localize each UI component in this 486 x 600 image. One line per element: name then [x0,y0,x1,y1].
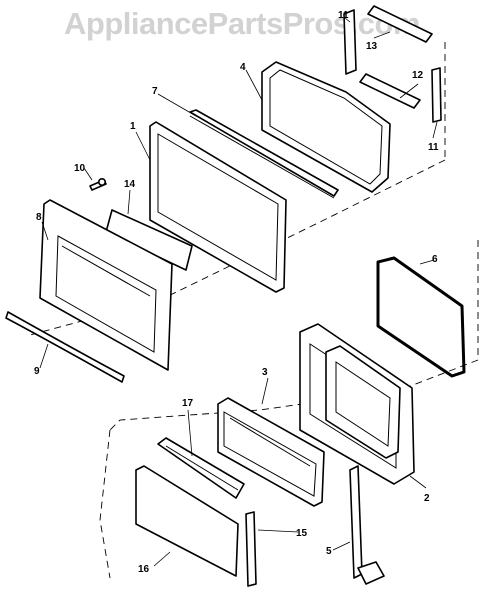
callout-14: 14 [124,179,136,190]
part-13-insulation-block [367,5,433,43]
part-15-side-trim [245,511,257,587]
part-6-door-gasket [376,256,466,378]
callout-16: 16 [138,564,150,575]
part-1-inner-door-frame [149,121,287,293]
part-4-window-frame [261,61,391,193]
part-5-door-hinge [349,465,385,585]
callout-11-top: 11 [338,10,349,21]
callout-8: 8 [36,212,42,223]
part-7-vent-strip [189,109,339,199]
part-3-glass-assembly [217,397,325,507]
callout-5: 5 [326,546,332,557]
part-14-glass-pad [105,209,193,271]
callout-13: 13 [366,41,378,52]
part-9-door-handle [5,311,125,383]
callout-1: 1 [130,121,136,132]
callout-6: 6 [432,254,438,265]
leader-lines [39,17,438,567]
callout-9: 9 [34,366,40,377]
part-8-outer-door-panel [39,199,173,371]
part-11-insulation-blocks [343,9,442,123]
part-2-inner-door-liner [299,323,415,485]
callout-7: 7 [152,86,158,97]
callout-numbers: 1 2 3 4 5 6 7 8 9 10 11 11 12 13 14 15 1… [34,10,439,575]
callout-17: 17 [182,398,194,409]
callout-3: 3 [262,367,268,378]
part-10-screw [89,178,107,191]
callout-4: 4 [240,62,246,73]
callout-11-right: 11 [428,142,439,153]
watermark: AppliancePartsPros.com [64,6,420,41]
part-16-outer-panel [135,465,239,577]
callout-12: 12 [412,70,424,81]
callout-15: 15 [296,528,308,539]
part-12-insulation-block [359,73,421,109]
callout-10: 10 [74,163,86,174]
part-17-trim-bracket [157,437,245,499]
callout-2: 2 [424,493,430,504]
